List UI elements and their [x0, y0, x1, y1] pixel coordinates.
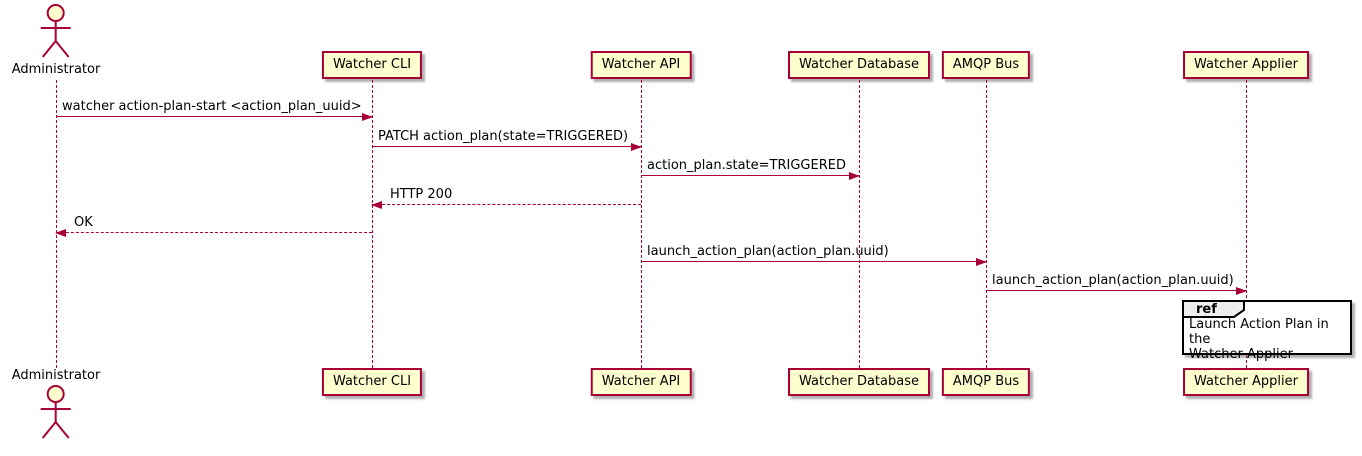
- lifeline-watcher-api: [641, 80, 642, 368]
- ref-text-line1: Launch Action Plan in the: [1189, 317, 1329, 347]
- message-line: [986, 290, 1246, 291]
- lifeline-administrator: [56, 80, 57, 368]
- participant-watcher-api-bottom: Watcher API: [590, 368, 692, 396]
- participant-watcher-applier-bottom: Watcher Applier: [1183, 368, 1309, 396]
- message-label: OK: [74, 215, 93, 230]
- message-http-200: HTTP 200: [371, 187, 641, 209]
- message-ok: OK: [55, 215, 372, 237]
- actor-stick-figure-icon: [41, 385, 71, 439]
- message-line: [641, 261, 986, 262]
- participant-watcher-applier-top: Watcher Applier: [1183, 51, 1309, 79]
- participant-watcher-cli-top: Watcher CLI: [321, 51, 423, 79]
- participant-watcher-database-bottom: Watcher Database: [788, 368, 930, 396]
- message-launch-action-plan-bus: launch_action_plan(action_plan.uuid): [641, 244, 987, 266]
- message-label: watcher action-plan-start <action_plan_u…: [62, 99, 362, 114]
- lifeline-amqp-bus: [986, 80, 987, 368]
- message-label: launch_action_plan(action_plan.uuid): [647, 244, 889, 259]
- participant-amqp-bus-bottom: AMQP Bus: [941, 368, 1031, 396]
- arrowhead-right-icon: [1236, 287, 1247, 295]
- message-line: [372, 204, 641, 205]
- arrowhead-right-icon: [362, 113, 373, 121]
- arrowhead-right-icon: [976, 258, 987, 266]
- ref-text-line2: Watcher Applier: [1189, 347, 1293, 362]
- participant-watcher-database-top: Watcher Database: [788, 51, 930, 79]
- participant-amqp-bus-top: AMQP Bus: [941, 51, 1031, 79]
- actor-administrator-top: Administrator: [11, 3, 101, 77]
- actor-administrator-bottom: Administrator: [11, 368, 101, 442]
- message-label: PATCH action_plan(state=TRIGGERED): [378, 129, 629, 144]
- message-patch-action-plan: PATCH action_plan(state=TRIGGERED): [372, 129, 642, 151]
- arrowhead-right-icon: [631, 143, 642, 151]
- ref-tab: [1182, 300, 1245, 318]
- ref-keyword: ref: [1196, 302, 1217, 317]
- arrowhead-left-icon: [55, 229, 66, 237]
- arrowhead-right-icon: [849, 172, 860, 180]
- message-launch-action-plan-applier: launch_action_plan(action_plan.uuid): [986, 273, 1247, 295]
- message-label: launch_action_plan(action_plan.uuid): [992, 273, 1234, 288]
- message-state-triggered: action_plan.state=TRIGGERED: [641, 158, 860, 180]
- participant-watcher-cli-bottom: Watcher CLI: [321, 368, 423, 396]
- lifeline-watcher-cli: [372, 80, 373, 368]
- message-line: [56, 232, 372, 233]
- arrowhead-left-icon: [371, 201, 382, 209]
- actor-stick-figure-icon: [41, 4, 71, 58]
- participant-watcher-api-top: Watcher API: [590, 51, 692, 79]
- lifeline-watcher-applier: [1246, 80, 1247, 368]
- actor-label: Administrator: [11, 62, 101, 77]
- message-line: [56, 116, 372, 117]
- message-line: [372, 146, 641, 147]
- ref-text: Launch Action Plan in the Watcher Applie…: [1184, 302, 1350, 362]
- message-action-plan-start: watcher action-plan-start <action_plan_u…: [56, 99, 373, 121]
- lifeline-watcher-database: [859, 80, 860, 368]
- actor-label: Administrator: [11, 368, 101, 383]
- message-label: HTTP 200: [390, 187, 453, 202]
- ref-fragment: ref Launch Action Plan in the Watcher Ap…: [1182, 300, 1352, 362]
- message-label: action_plan.state=TRIGGERED: [647, 158, 846, 173]
- message-line: [641, 175, 859, 176]
